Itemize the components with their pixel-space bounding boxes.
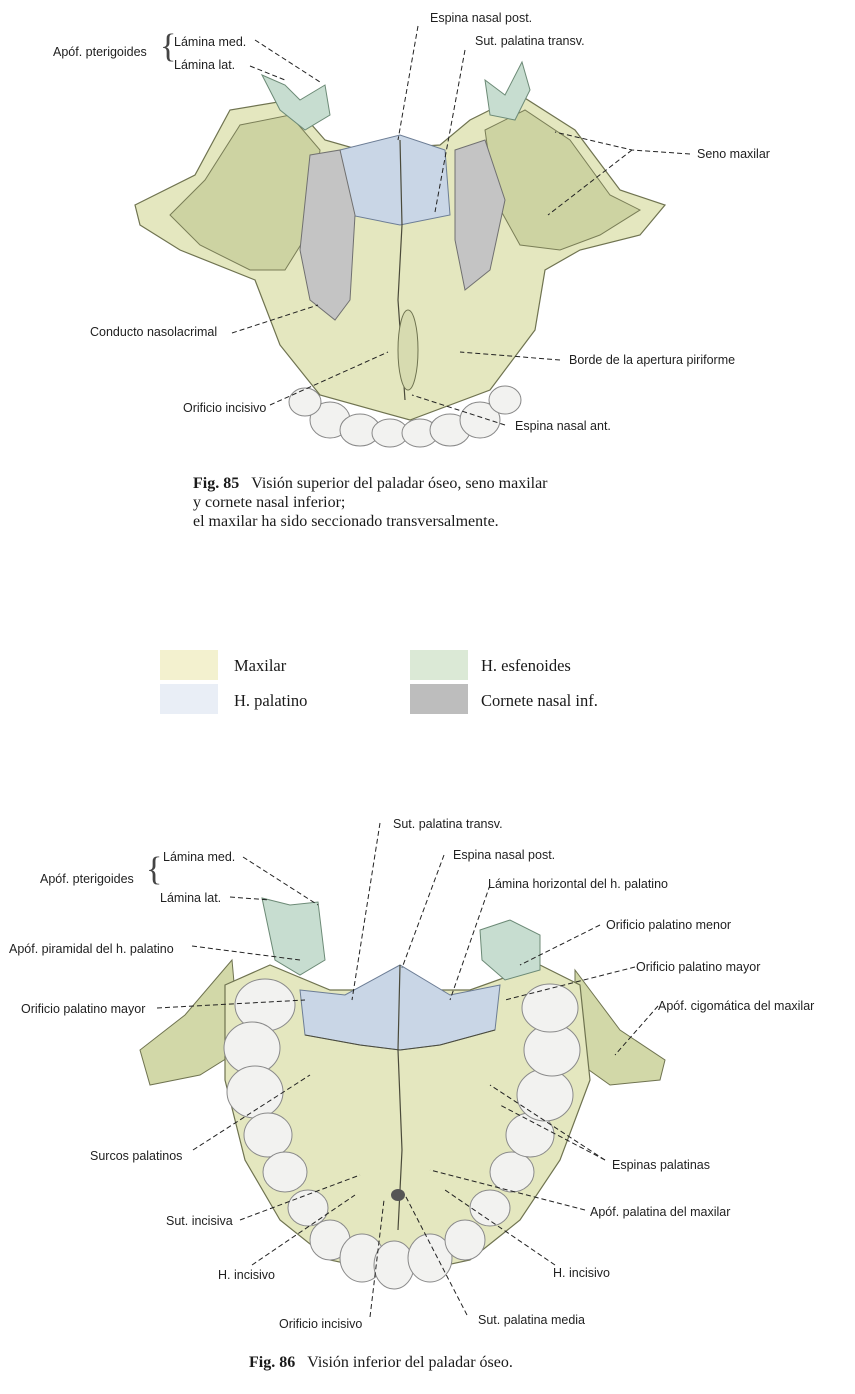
fig86-pterigoides-right — [479, 919, 541, 981]
fig86-orificio-incisivo-label: Orificio incisivo — [279, 1317, 363, 1331]
fig85-illustration — [134, 25, 691, 448]
fig86-lamina-med-label: Lámina med. — [163, 850, 236, 864]
legend-label-esfenoides: H. esfenoides — [481, 656, 571, 675]
fig86-apof-cigomatica-left — [139, 958, 241, 1086]
fig86-apof-cigomatica-label: Apóf. cigomática del maxilar — [658, 999, 815, 1013]
fig85-cornete-right — [454, 139, 506, 291]
fig86-palatino — [299, 964, 501, 1051]
fig86-lamina-horizontal-label: Lámina horizontal del h. palatino — [488, 877, 668, 891]
fig85-cornete-left — [299, 149, 356, 321]
fig85-conducto-nasolacrimal-label: Conducto nasolacrimal — [90, 325, 218, 339]
fig86-surcos-palatinos-label: Surcos palatinos — [90, 1149, 183, 1163]
fig86-maxilar-body — [224, 964, 591, 1276]
fig86-apof-palatina-label: Apóf. palatina del maxilar — [590, 1205, 731, 1219]
fig85-teeth — [288, 385, 522, 448]
fig85-brace: { — [160, 28, 177, 65]
fig85-pterigoides-left — [260, 73, 331, 131]
fig85-nasal-crest — [397, 309, 419, 391]
fig85-pterigoides-right — [484, 60, 531, 121]
fig86-sut-palatina-media-label: Sut. palatina media — [478, 1313, 586, 1327]
fig86-caption: Fig. 86 Visión inferior del paladar óseo… — [249, 1353, 669, 1372]
fig86-espina-nasal-post-label: Espina nasal post. — [453, 848, 556, 862]
fig85-sinus-right — [484, 109, 642, 251]
legend-swatch-cornete — [410, 684, 468, 714]
fig85-lamina-med-label: Lámina med. — [174, 35, 247, 49]
fig85-espina-nasal-post-label: Espina nasal post. — [430, 11, 533, 25]
fig86-orificio-palatino-menor-label: Orificio palatino menor — [606, 918, 732, 932]
legend-swatch-esfenoides — [410, 650, 468, 680]
fig86-transverse-suture — [304, 1029, 496, 1051]
fig85-palatino — [339, 134, 451, 226]
fig86-sut-palatina-transv-label: Sut. palatina transv. — [393, 817, 503, 831]
legend-swatch-palatino — [160, 684, 218, 714]
fig85-caption-line2: y cornete nasal inferior; — [193, 494, 346, 511]
fig86-apof-pterigoides-label: Apóf. pterigoides — [40, 872, 134, 886]
fig85-seno-maxilar-label: Seno maxilar — [697, 147, 770, 161]
fig86-espinas-palatinas-label: Espinas palatinas — [612, 1158, 710, 1172]
fig86-leader-lines — [156, 822, 659, 1318]
fig86-brace: { — [146, 851, 163, 888]
fig85-caption-line3: el maxilar ha sido seccionado transversa… — [193, 513, 499, 530]
fig86-median-suture — [397, 964, 403, 1231]
legend-label-cornete: Cornete nasal inf. — [481, 691, 598, 710]
fig85-caption: Fig. 85 Visión superior del paladar óseo… — [193, 474, 673, 531]
fig86-teeth — [223, 978, 581, 1290]
fig86-apof-cigomatica-right — [574, 968, 666, 1086]
fig86-orificio-palatino-mayor-right-label: Orificio palatino mayor — [636, 960, 761, 974]
fig85-orificio-incisivo-label: Orificio incisivo — [183, 401, 267, 415]
fig85-borde-apertura-label: Borde de la apertura piriforme — [569, 353, 736, 367]
fig86-apof-piramidal-label: Apóf. piramidal del h. palatino — [9, 942, 174, 956]
legend-label-palatino: H. palatino — [234, 691, 308, 710]
fig86-orificio-palatino-mayor-left-label: Orificio palatino mayor — [21, 1002, 146, 1016]
fig85-caption-line1: Visión superior del paladar óseo, seno m… — [251, 475, 548, 492]
fig85-leader-lines — [231, 25, 691, 426]
fig86-caption-line1: Visión inferior del paladar óseo. — [307, 1354, 513, 1371]
fig85-lamina-lat-label: Lámina lat. — [174, 58, 236, 72]
fig85-apof-pterigoides-label: Apóf. pterigoides — [53, 45, 147, 59]
fig86-lamina-lat-label: Lámina lat. — [160, 891, 222, 905]
fig86-h-incisivo-left-label: H. incisivo — [218, 1268, 275, 1282]
fig85-caption-number: Fig. 85 — [193, 475, 240, 492]
fig86-caption-number: Fig. 86 — [249, 1354, 296, 1371]
fig86-h-incisivo-right-label: H. incisivo — [553, 1266, 610, 1280]
fig86-pterigoides-left — [261, 897, 326, 976]
fig85-sut-palatina-transv-label: Sut. palatina transv. — [475, 34, 585, 48]
legend-label-maxilar: Maxilar — [234, 656, 287, 675]
legend-swatch-maxilar — [160, 650, 218, 680]
fig86-incisive-foramen — [391, 1189, 405, 1201]
fig86-sut-incisiva-label: Sut. incisiva — [166, 1214, 233, 1228]
fig85-espina-nasal-ant-label: Espina nasal ant. — [515, 419, 611, 433]
